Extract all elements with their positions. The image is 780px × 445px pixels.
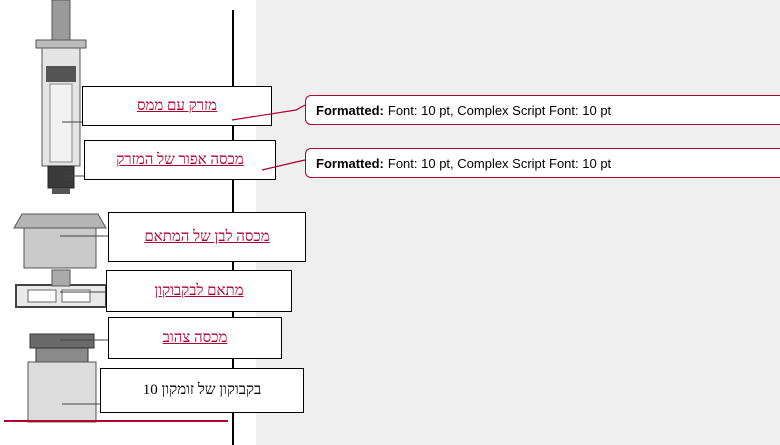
comment-1-title: Formatted:: [316, 102, 384, 118]
comment-balloon-2[interactable]: Formatted: Font: 10 pt, Complex Script F…: [305, 148, 780, 178]
comment-margin: [256, 0, 780, 445]
comment-leader-2: [261, 159, 306, 171]
label-vial-text: בקבוקון של זומקון 10: [142, 382, 262, 398]
label-adapter-text: מתאם לבקבוקון: [154, 282, 244, 299]
comment-balloon-1[interactable]: Formatted: Font: 10 pt, Complex Script F…: [305, 95, 780, 125]
label-grey-cap-text: מכסה אפור של המזרק: [116, 151, 244, 168]
label-grey-cap: מכסה אפור של המזרק: [84, 140, 276, 180]
kit-illustration: [13, 0, 108, 423]
label-yellow-cap: מכסה צהוב: [108, 317, 282, 359]
revision-rule: [4, 420, 228, 422]
label-syringe: מזרק עם ממס: [82, 86, 272, 126]
label-yellow-cap-text: מכסה צהוב: [162, 329, 228, 346]
comment-leader-1: [231, 104, 306, 121]
label-white-cap: מכסה לבן של המתאם: [108, 212, 306, 262]
label-syringe-text: מזרק עם ממס: [136, 97, 218, 114]
comment-2-title: Formatted:: [316, 155, 384, 171]
comment-2-text: Font: 10 pt, Complex Script Font: 10 pt: [387, 155, 612, 171]
label-vial: בקבוקון של זומקון 10: [100, 368, 304, 413]
vial-body: [27, 361, 97, 423]
comment-1-text: Font: 10 pt, Complex Script Font: 10 pt: [387, 102, 612, 118]
label-white-cap-text: מכסה לבן של המתאם: [144, 228, 270, 245]
label-adapter: מתאם לבקבוקון: [106, 270, 292, 312]
